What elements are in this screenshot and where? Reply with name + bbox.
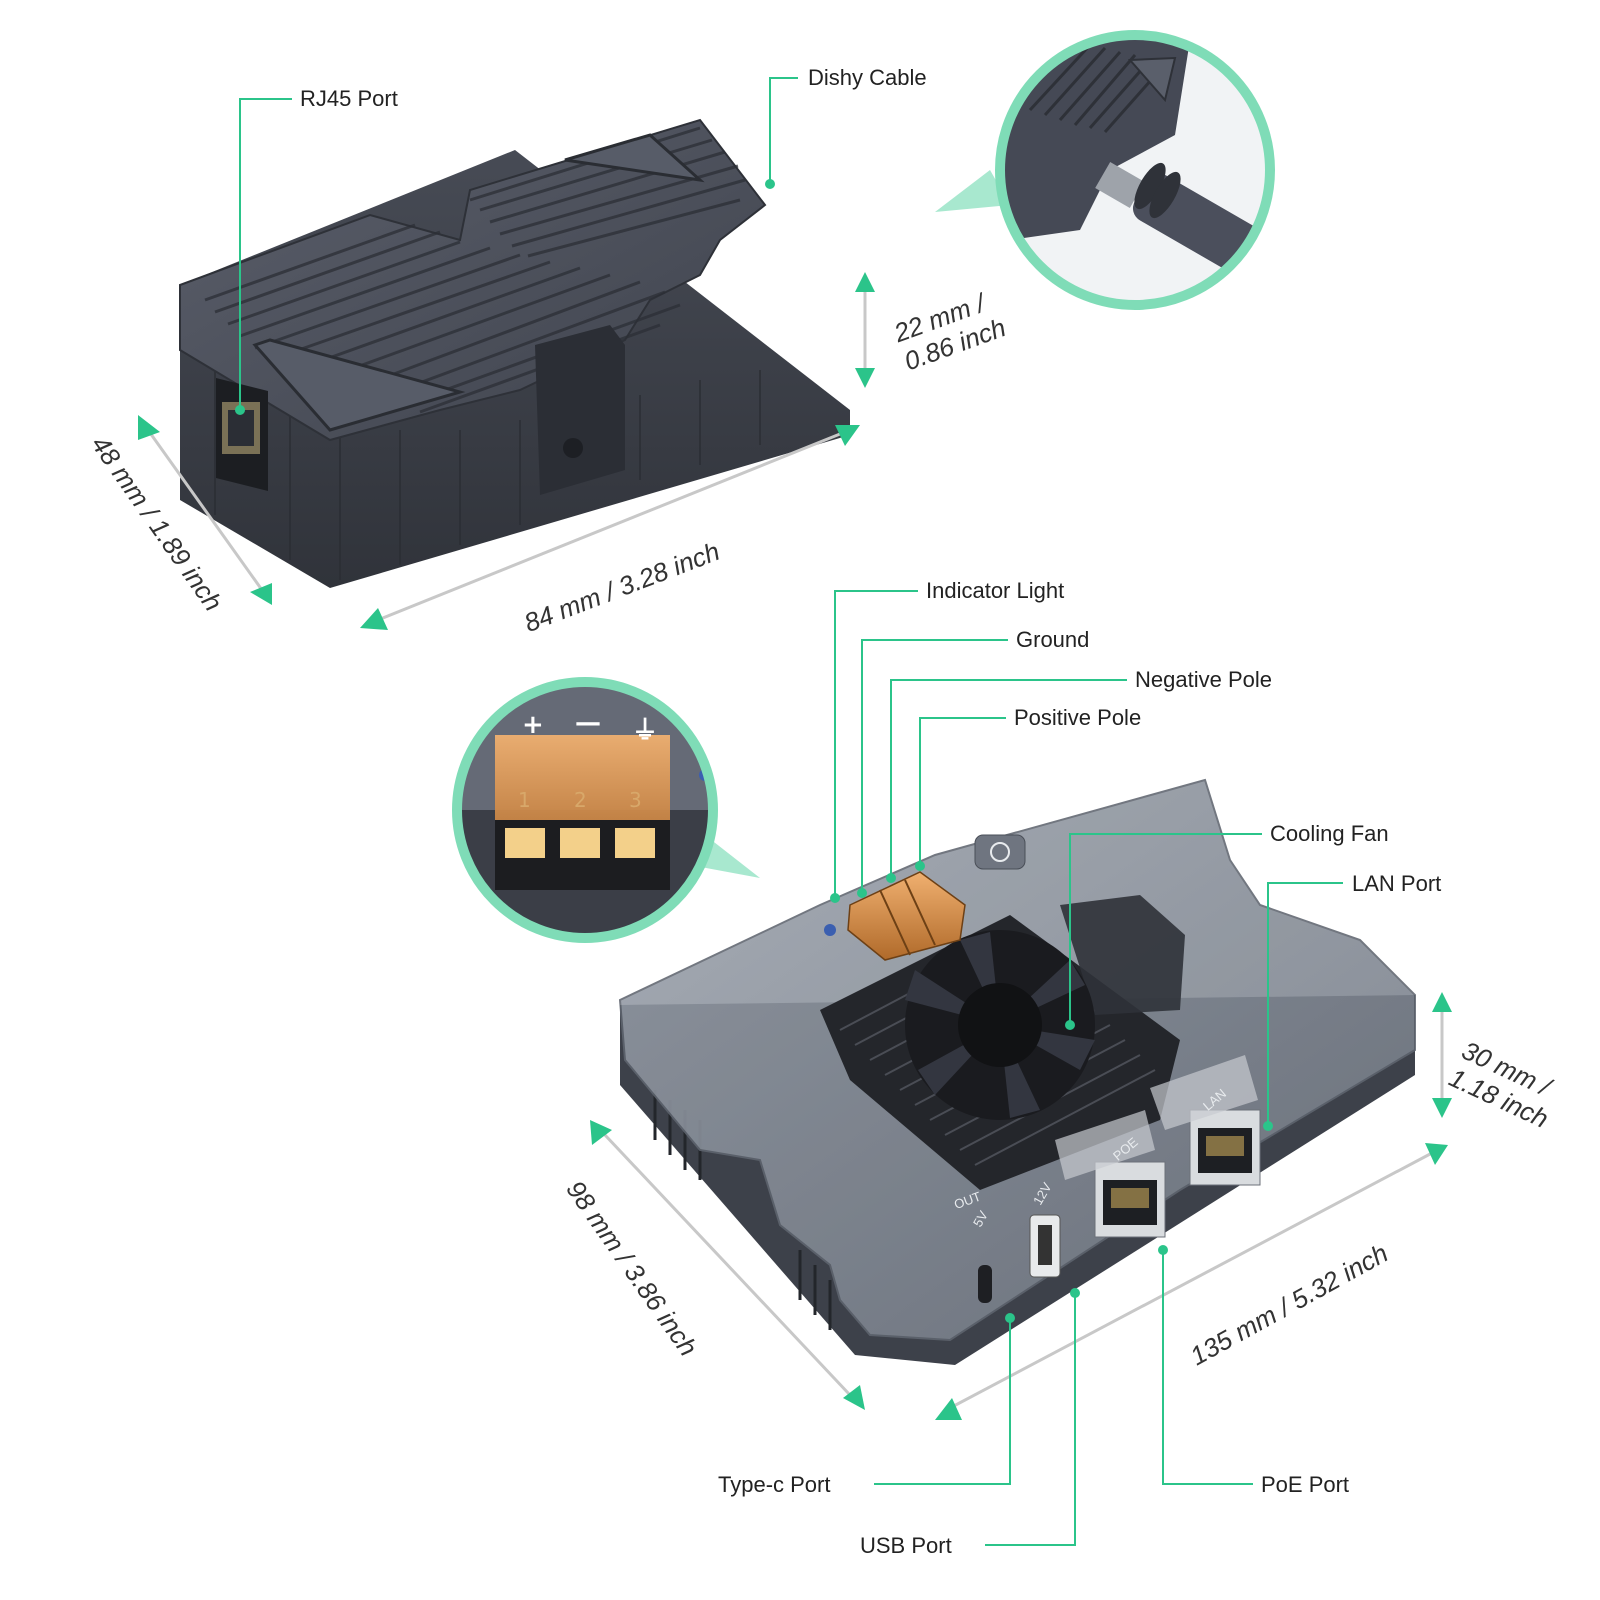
large-device xyxy=(618,778,1416,1365)
terminal-block-zoom xyxy=(452,677,760,943)
type-c-port-label: Type-c Port xyxy=(718,1472,831,1497)
positive-pole-label: Positive Pole xyxy=(1014,705,1142,730)
terminal-number-2: 2 xyxy=(574,788,587,812)
rj45-port-label: RJ45 Port xyxy=(300,86,398,111)
lan-port-label: LAN Port xyxy=(1352,871,1442,896)
cooling-fan-label: Cooling Fan xyxy=(1270,821,1389,846)
terminal-number-3: 3 xyxy=(629,788,642,812)
indicator-light-label: Indicator Light xyxy=(926,578,1065,603)
poe-port-label: PoE Port xyxy=(1261,1472,1350,1497)
dishy-cable-label: Dishy Cable xyxy=(808,65,927,90)
small-device xyxy=(179,118,850,588)
ground-label: Ground xyxy=(1016,627,1090,652)
negative-pole-label: Negative Pole xyxy=(1135,667,1272,692)
minus-mark: — xyxy=(575,708,601,738)
ground-mark: ⏚ xyxy=(632,716,659,746)
dishy-cable-zoom xyxy=(935,30,1275,310)
terminal-number-1: 1 xyxy=(518,788,531,812)
callout-dots xyxy=(235,179,1273,1323)
usb-port-label: USB Port xyxy=(860,1533,952,1558)
dimension-arrows xyxy=(138,272,1452,1420)
plus-mark: + xyxy=(522,710,544,740)
callout-lines xyxy=(239,77,1343,1546)
